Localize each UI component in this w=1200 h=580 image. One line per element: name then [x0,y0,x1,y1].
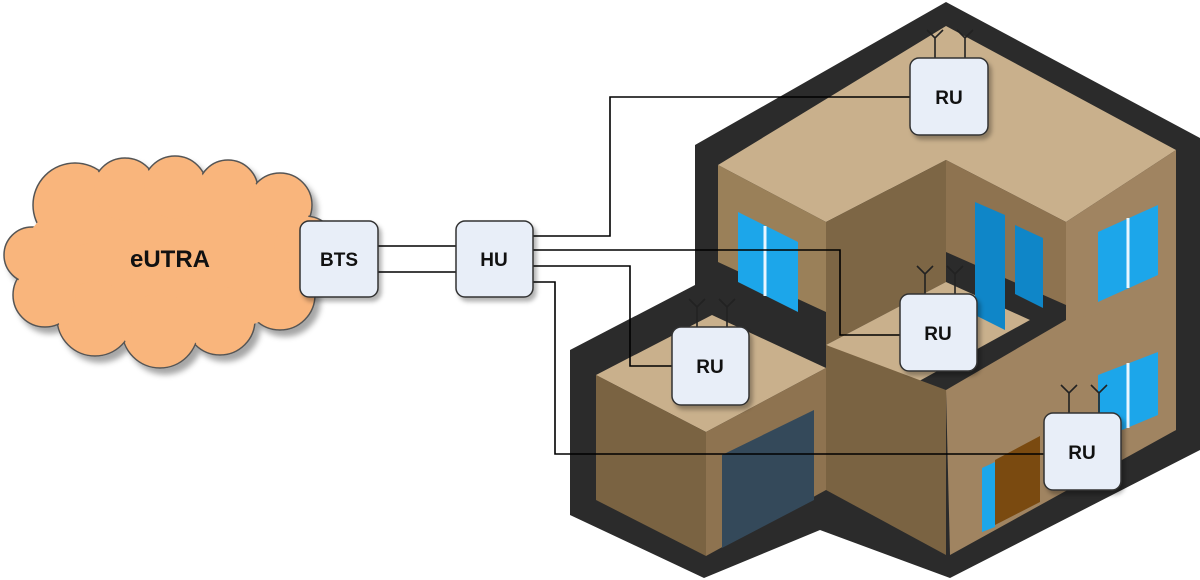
recess-left-wall [826,160,946,345]
ru-label: RU [935,88,962,109]
ru-lower[interactable]: RU [1043,384,1122,491]
wire-hu-ru-lower [533,281,1044,455]
antenna-icon [926,29,974,58]
ru-garage[interactable]: RU [671,298,750,406]
window-left-upper [738,212,798,312]
window-recess-small [1015,225,1043,308]
garage-left-wall [596,375,706,556]
ru-label: RU [924,324,951,345]
hu-box[interactable]: HU [455,220,534,298]
ru-label: RU [696,357,723,378]
wire-hu-ru-top [533,96,910,237]
ru-top[interactable]: RU [909,29,989,136]
bts-label: BTS [320,250,358,271]
ru-label: RU [1068,443,1095,464]
eutra-cloud: eUTRA [3,155,338,369]
building [570,2,1200,578]
wire-hu-ru-garage [533,265,672,367]
cloud-label: eUTRA [130,246,210,273]
door-side-window [982,462,995,532]
antenna-icon [916,265,964,294]
antenna-icon [688,298,736,327]
antenna-icon [1060,384,1108,413]
window-recess-tall [975,202,1005,330]
hu-label: HU [480,250,507,271]
ru-middle[interactable]: RU [899,265,978,372]
front-door [995,436,1040,525]
bts-box[interactable]: BTS [299,220,379,298]
wire-hu-ru-middle [533,249,900,336]
connections [378,96,1044,455]
garage-door [722,410,814,548]
lower-left-wall [826,345,946,555]
